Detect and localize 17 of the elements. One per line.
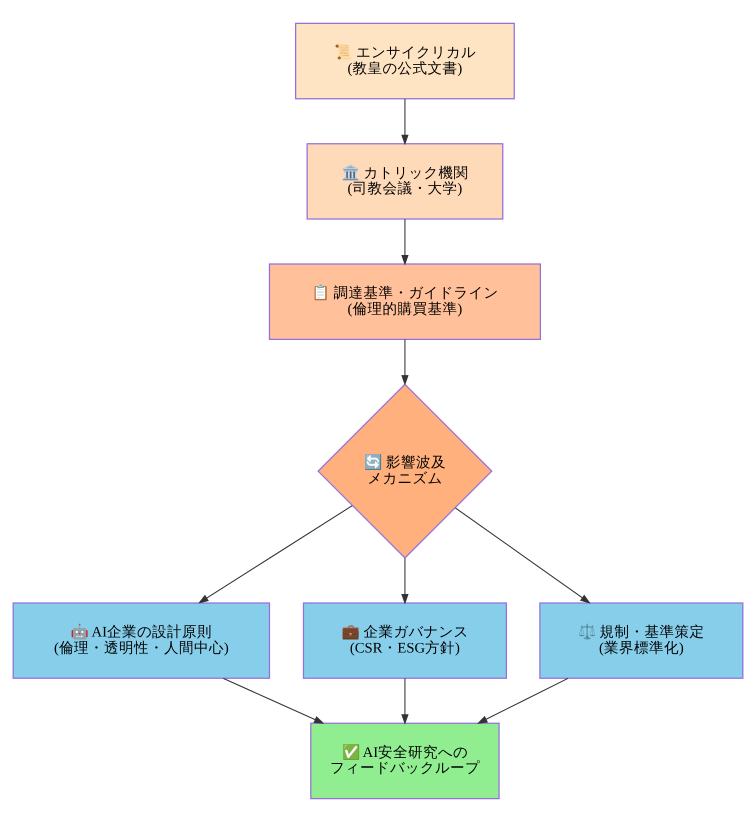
arrow <box>400 98 408 146</box>
arrow <box>222 678 324 724</box>
node-box: ⚖ 規制・基準策定 (業界標準化) <box>538 602 743 679</box>
arrow <box>400 558 408 604</box>
node-diamond: 🔄 影響波及 メカニズム <box>316 383 492 559</box>
node-box: 🏛 カトリック機関 (司教会議・大学) <box>306 143 503 220</box>
node-box: 🤖 AI企業の設計原則 (倫理・透明性・人間中心) <box>12 602 270 679</box>
arrow <box>400 219 408 266</box>
arrow <box>400 339 408 386</box>
arrow <box>400 678 408 725</box>
arrow <box>198 505 352 604</box>
arrow <box>476 678 568 724</box>
node-box: ✅ AI安全研究への フィードバックループ <box>310 722 500 800</box>
node-box: 💼 企業ガバナンス (CSR・ESG方針) <box>302 602 507 679</box>
arrow <box>454 507 590 604</box>
node-box: 📋 調達基準・ガイドライン (倫理的購買基準) <box>268 263 541 340</box>
node-box: 📜 エンサイクリカル (教皇の公式文書) <box>294 22 514 100</box>
